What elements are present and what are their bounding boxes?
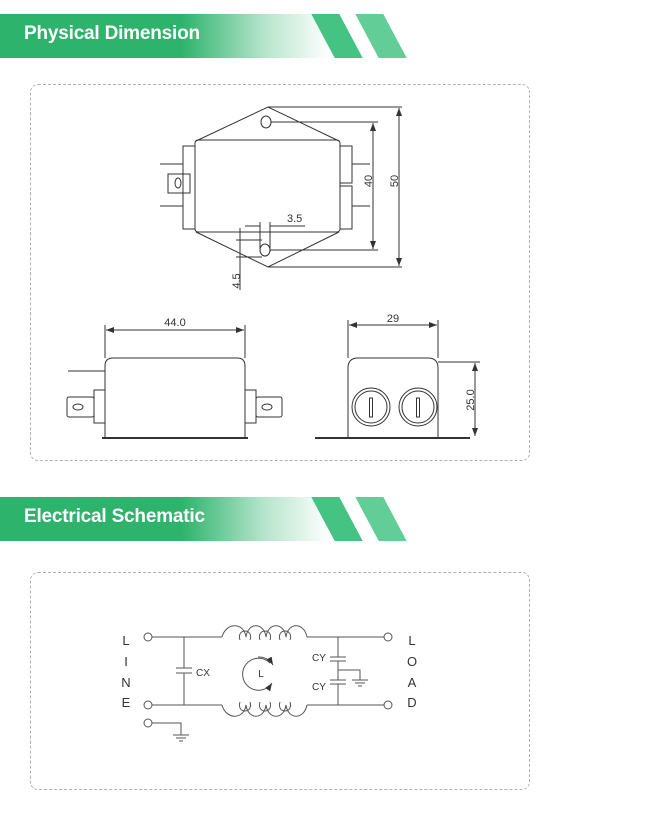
physical-dimension-banner: Physical Dimension	[0, 14, 420, 58]
line-letter: I	[124, 654, 128, 669]
schematic-panel	[30, 572, 530, 790]
dim-hole-offset: 4.5	[231, 273, 243, 288]
dim-width: 29	[387, 313, 399, 325]
load-letter: L	[408, 633, 415, 648]
dim-hole-dia: 3.5	[287, 213, 302, 225]
section-title: Physical Dimension	[24, 23, 200, 44]
section-title: Electrical Schematic	[24, 506, 205, 527]
line-letter: E	[122, 695, 131, 710]
dim-hole-spacing: 40	[363, 175, 375, 187]
banner-band	[0, 497, 330, 541]
line-letter: L	[122, 633, 129, 648]
end-view-drawing	[315, 320, 480, 439]
inductor-label: L	[258, 669, 264, 680]
dim-height: 25.0	[465, 389, 477, 410]
dimension-panel	[30, 84, 530, 461]
dim-height-total: 50	[389, 175, 401, 187]
line-label: L I N E	[121, 633, 130, 710]
load-label: L O A D	[407, 633, 417, 710]
load-letter: D	[407, 695, 416, 710]
banner-band	[0, 14, 330, 58]
top-view-drawing	[160, 106, 402, 290]
dim-length: 44.0	[164, 317, 185, 329]
side-view-drawing	[66, 325, 283, 439]
electrical-schematic-banner: Electrical Schematic	[0, 497, 420, 541]
schematic-circuit	[143, 625, 393, 742]
cx-label: CX	[196, 668, 210, 679]
cy-bottom-label: CY	[312, 682, 326, 693]
cy-top-label: CY	[312, 653, 326, 664]
line-letter: N	[121, 675, 130, 690]
load-letter: A	[408, 675, 417, 690]
load-letter: O	[407, 654, 417, 669]
